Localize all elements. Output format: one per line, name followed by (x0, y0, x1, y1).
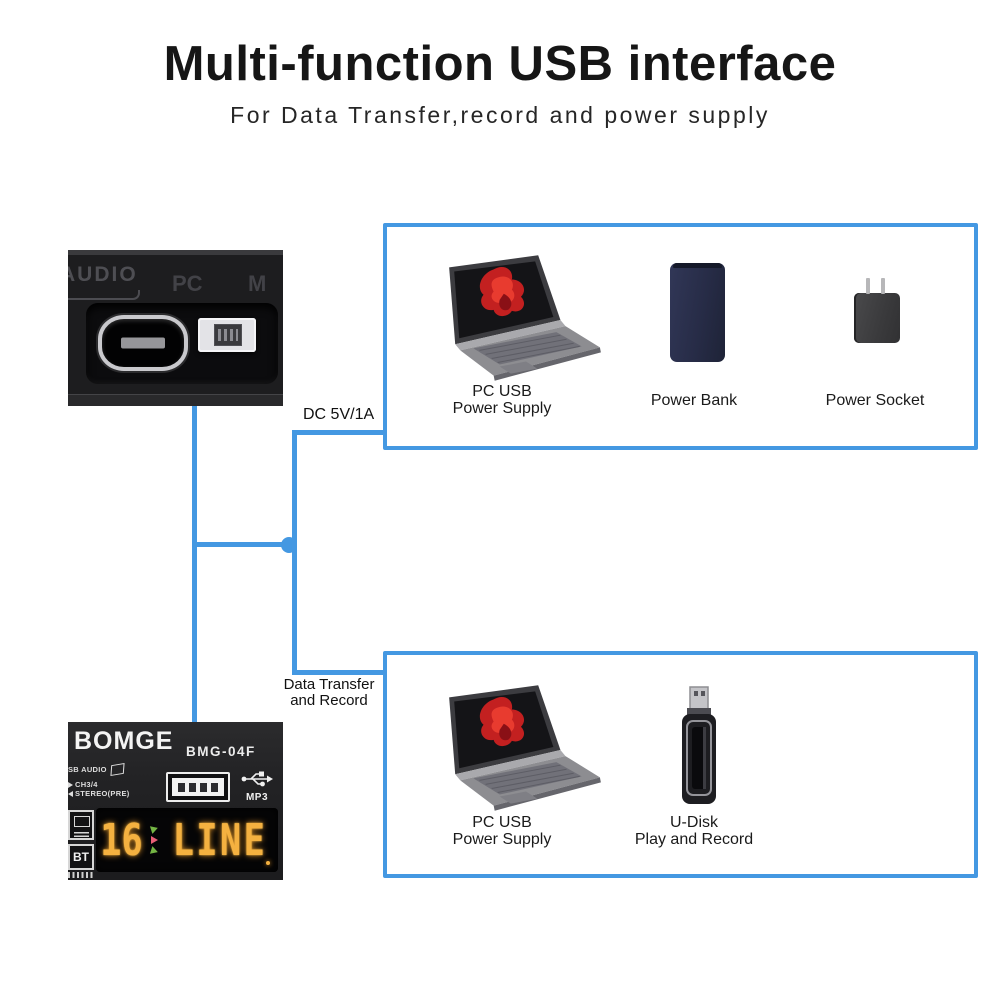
display-dot (266, 861, 270, 865)
laptop-icon (448, 684, 602, 812)
data-line-label-line1: Data Transfer (283, 676, 375, 693)
label-line1: PC USB (472, 814, 532, 831)
ch-text: CH3/4 (75, 780, 98, 789)
bluetooth-badge: BT (68, 844, 94, 870)
item-label-power-bank: Power Bank (594, 392, 794, 410)
data-line-label: Data Transfer and Record (265, 677, 393, 708)
usb-a-port-inner (172, 778, 224, 796)
connector-line-horizontal-junction (192, 542, 290, 547)
power-socket-icon (854, 278, 900, 343)
red-arrow-icon (151, 836, 159, 844)
usb-drive-icon (682, 686, 716, 804)
mp3-block: MP3 (238, 770, 276, 803)
usb-audio-text: SB AUDIO (68, 765, 107, 774)
label-line2: Power Supply (452, 399, 552, 417)
audio-engraved-label: AUDIO (68, 263, 138, 286)
usb-a-port (166, 772, 230, 802)
page-title: Multi-function USB interface (163, 37, 837, 91)
port-pins (214, 324, 242, 346)
model-label: BMG-04F (186, 744, 256, 759)
usb-pin (200, 782, 207, 792)
seven-segment-display: 16 LINE (96, 808, 278, 872)
label-line1: Power Socket (825, 392, 925, 409)
usb-audio-label: SB AUDIO (68, 762, 125, 777)
stereo-label: STEREO(PRE) (68, 789, 130, 798)
micro-usb-port (98, 315, 188, 371)
usb-pin (178, 782, 185, 792)
power-bank-icon (670, 263, 725, 362)
label-line2: Play and Record (634, 830, 754, 848)
stereo-text: STEREO(PRE) (75, 789, 130, 798)
power-line-label: DC 5V/1A (303, 406, 375, 423)
display-value: 16 (100, 814, 143, 866)
display-word: LINE (172, 814, 268, 866)
page-subtitle: For Data Transfer,record and power suppl… (230, 102, 770, 128)
label-line1: PC USB (472, 383, 532, 400)
connector-line-to-power-box (292, 430, 387, 435)
m-engraved-label: M (248, 271, 267, 296)
laptop-icon (448, 254, 602, 382)
green-arrow-icon (149, 846, 160, 856)
power-supply-box: PC USB Power Supply Power Bank Power Soc… (383, 223, 978, 450)
data-transfer-box: PC USB Power Supply U-Disk Play and Reco… (383, 651, 978, 878)
ch-label: CH3/4 (68, 780, 98, 789)
usb-interface-photo: AUDIO PC M (68, 250, 283, 406)
usb-pin (189, 782, 196, 792)
pc-badge (68, 810, 94, 840)
usb-trident-icon (241, 771, 273, 787)
pc-engraved-label: PC (172, 271, 203, 296)
mixer-panel-photo: BOMGE BMG-04F SB AUDIO CH3/4 STEREO(PRE) (68, 722, 283, 880)
arrow-left-icon (68, 790, 73, 797)
label-line1: U-Disk (670, 814, 718, 831)
item-label-pc-usb: PC USB Power Supply (397, 814, 607, 848)
connector-line-to-data-box (292, 670, 387, 675)
usb-audio-icon (110, 762, 125, 777)
audio-underline (68, 290, 140, 300)
usb-pin (211, 782, 218, 792)
connector-line-vertical-left (192, 400, 197, 726)
connector-line-vertical-mid (292, 430, 297, 675)
item-label-pc-usb: PC USB Power Supply (397, 383, 607, 417)
monitor-icon (74, 816, 90, 827)
item-label-u-disk: U-Disk Play and Record (594, 814, 794, 848)
port-recess (86, 303, 278, 384)
label-line2: Power Supply (452, 830, 552, 848)
junction-dot (281, 537, 297, 553)
data-line-label-line2: and Record (290, 691, 368, 709)
display-indicator-icons (149, 824, 160, 856)
mp3-label: MP3 (245, 792, 269, 803)
badge-bars (74, 830, 89, 837)
badge-strip (68, 872, 94, 878)
brand-label: BOMGE (74, 727, 174, 755)
green-arrow-icon (149, 824, 160, 834)
arrow-right-icon (68, 781, 73, 788)
label-line1: Power Bank (650, 392, 738, 409)
item-label-power-socket: Power Socket (775, 392, 975, 410)
usb-slot-port (198, 318, 256, 352)
